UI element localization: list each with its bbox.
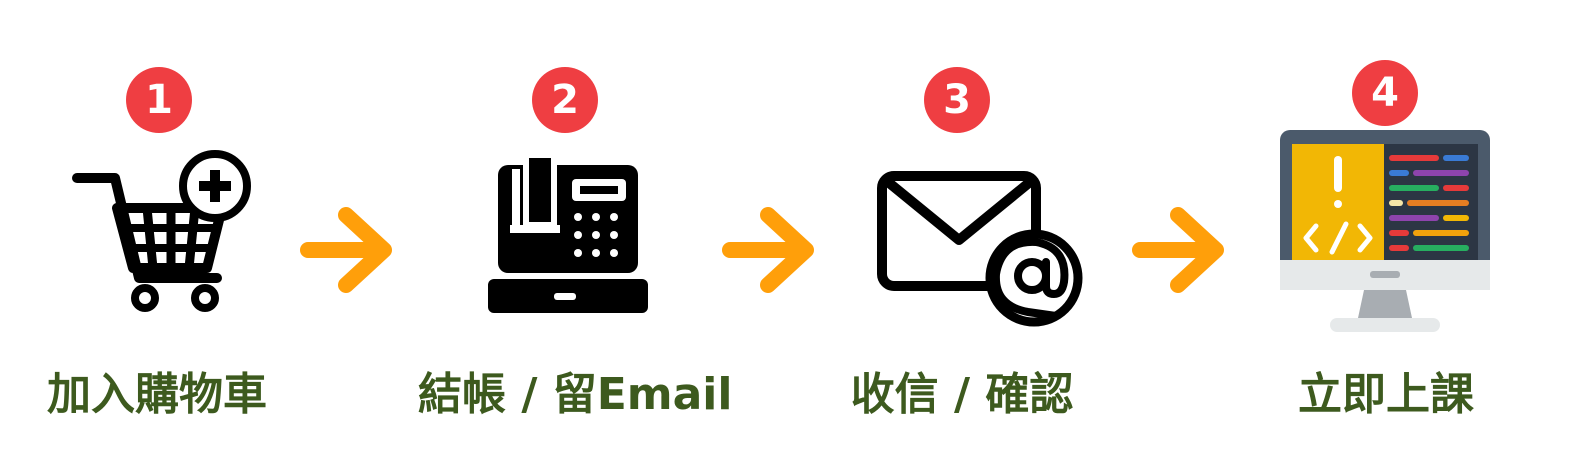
step-label: 立即上課 [1298, 369, 1474, 420]
step-start-class: 4 立即上課 [1236, 0, 1536, 467]
step-number-badge: 1 [126, 67, 192, 133]
arrow-right-icon [1132, 207, 1224, 293]
cash-register-icon [488, 155, 648, 313]
step-label: 結帳 / 留Email [418, 369, 733, 420]
step-number-badge: 3 [924, 67, 990, 133]
step-number-badge: 2 [532, 67, 598, 133]
arrow-right-icon [300, 207, 392, 293]
shopping-cart-add-icon [72, 150, 251, 312]
step-label: 收信 / 確認 [850, 369, 1074, 420]
arrow-right-icon [722, 207, 814, 293]
step-label: 加入購物車 [47, 369, 267, 420]
email-at-icon [877, 171, 1083, 327]
monitor-code-icon [1280, 130, 1490, 332]
step-add-to-cart: 1 加入購物車 [7, 0, 307, 467]
step-number-badge: 4 [1352, 60, 1418, 126]
step-checkout: 2 結帳 / 留Email [418, 0, 733, 467]
step-confirm-email: 3 收信 / 確認 [812, 0, 1112, 467]
